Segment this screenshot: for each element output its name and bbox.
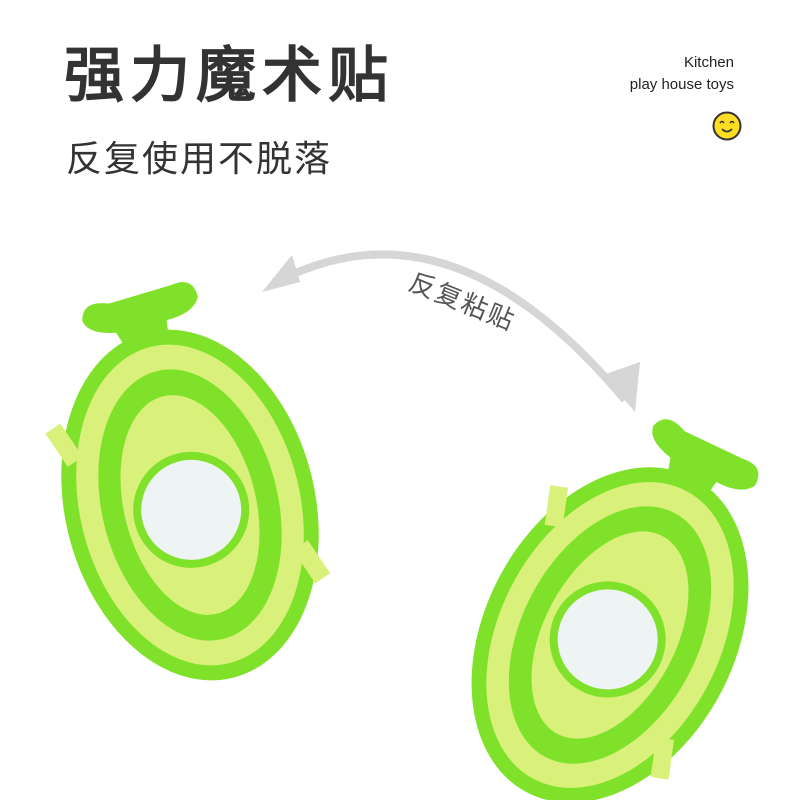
brand-line-2: play house toys bbox=[629, 76, 734, 93]
headline-subtitle: 反复使用不脱落 bbox=[66, 139, 333, 180]
brand-tagline: Kitchen play house toys bbox=[630, 52, 734, 96]
smiley-face-icon bbox=[712, 111, 742, 141]
melon-left bbox=[15, 262, 355, 708]
headline-title: 强力魔术贴 bbox=[64, 41, 394, 111]
brand-line-1: Kitchen bbox=[683, 54, 734, 71]
melon-right bbox=[416, 383, 800, 800]
